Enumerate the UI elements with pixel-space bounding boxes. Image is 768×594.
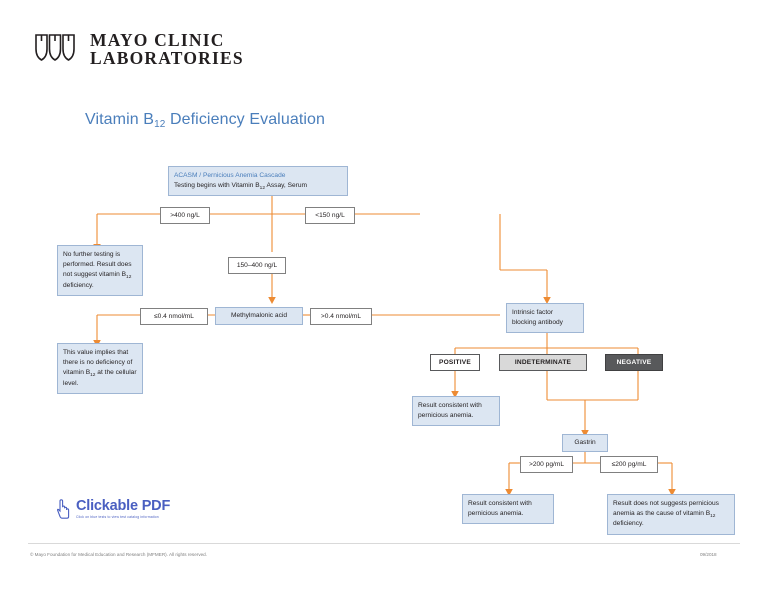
mayo-shields-icon: [32, 30, 78, 68]
node-no-further-prefix: No further testing is performed. Result …: [63, 251, 132, 279]
node-cellular-sub: 12: [90, 373, 96, 379]
node-start-cascade[interactable]: ACASM / Pernicious Anemia Cascade Testin…: [168, 166, 348, 197]
clickable-pdf-text: Clickable PDF Click on blue tests to vie…: [76, 498, 170, 519]
footer-copyright: © Mayo Foundation for Medical Education …: [30, 552, 208, 557]
mayo-clinic-laboratories-logo: MAYO CLINIC LABORATORIES: [32, 30, 244, 68]
node-cellular-suffix: at the cellular level.: [63, 369, 137, 387]
node-result-not-pernicious-anemia: Result does not suggests pernicious anem…: [607, 494, 735, 535]
logo-line-2: LABORATORIES: [90, 48, 244, 68]
label-mma-low: ≤0.4 nmol/mL: [140, 308, 208, 326]
label-b12-gt400: >400 ng/L: [160, 207, 210, 225]
page-title: Vitamin B12 Deficiency Evaluation: [85, 111, 326, 130]
logo-line-1: MAYO CLINIC: [90, 29, 225, 50]
clickable-pdf-sublabel: Click on blue tests to view test catalog…: [76, 515, 159, 519]
status-negative: NEGATIVE: [605, 354, 663, 372]
node-gastrin[interactable]: Gastrin: [562, 434, 608, 453]
node-not-pa-sub: 12: [710, 513, 716, 519]
node-start-subtitle-prefix: Testing begins with Vitamin B: [174, 182, 260, 190]
page-title-subscript: 12: [154, 119, 166, 130]
node-not-pa-prefix: Result does not suggests pernicious anem…: [613, 500, 719, 518]
status-positive: POSITIVE: [430, 354, 480, 372]
label-b12-lt150: <150 ng/L: [305, 207, 355, 225]
label-gastrin-gt200: >200 pg/mL: [520, 456, 573, 474]
node-intrinsic-factor-blocking-antibody[interactable]: Intrinsic factor blocking antibody: [506, 303, 584, 334]
node-start-subtitle-suffix: Assay, Serum: [265, 182, 308, 190]
node-no-cellular-deficiency: This value implies that there is no defi…: [57, 343, 143, 394]
node-start-subtitle: Testing begins with Vitamin B12 Assay, S…: [174, 181, 342, 191]
status-indeterminate: INDETERMINATE: [499, 354, 587, 372]
node-start-title: ACASM / Pernicious Anemia Cascade: [174, 172, 286, 179]
node-start-subtitle-sub: 12: [259, 185, 265, 191]
node-no-further-sub: 12: [126, 275, 132, 281]
page-title-suffix: Deficiency Evaluation: [165, 111, 326, 128]
footer-date: 09/2018: [700, 552, 717, 557]
label-gastrin-lte200: ≤200 pg/mL: [600, 456, 658, 474]
node-result-pernicious-anemia-1: Result consistent with pernicious anemia…: [412, 396, 500, 427]
node-methylmalonic-acid[interactable]: Methylmalonic acid: [215, 307, 303, 326]
page-title-prefix: Vitamin B: [85, 111, 155, 128]
clickable-pdf-badge[interactable]: Clickable PDF Click on blue tests to vie…: [57, 498, 170, 521]
label-b12-150-400: 150–400 ng/L: [228, 257, 286, 275]
node-no-further-suffix: deficiency.: [63, 281, 94, 289]
node-cellular-prefix: This value implies that there is no defi…: [63, 349, 133, 377]
footer-divider: [28, 543, 740, 544]
node-not-pa-suffix: deficiency.: [613, 520, 644, 528]
node-no-further-testing: No further testing is performed. Result …: [57, 245, 143, 296]
node-result-pernicious-anemia-2: Result consistent with pernicious anemia…: [462, 494, 554, 525]
logo-wordmark: MAYO CLINIC LABORATORIES: [90, 29, 244, 68]
clickable-pdf-label: Clickable PDF: [76, 498, 171, 514]
arrowheads: [93, 244, 676, 496]
label-mma-high: >0.4 nmol/mL: [310, 308, 372, 326]
hand-cursor-icon: [57, 499, 72, 521]
